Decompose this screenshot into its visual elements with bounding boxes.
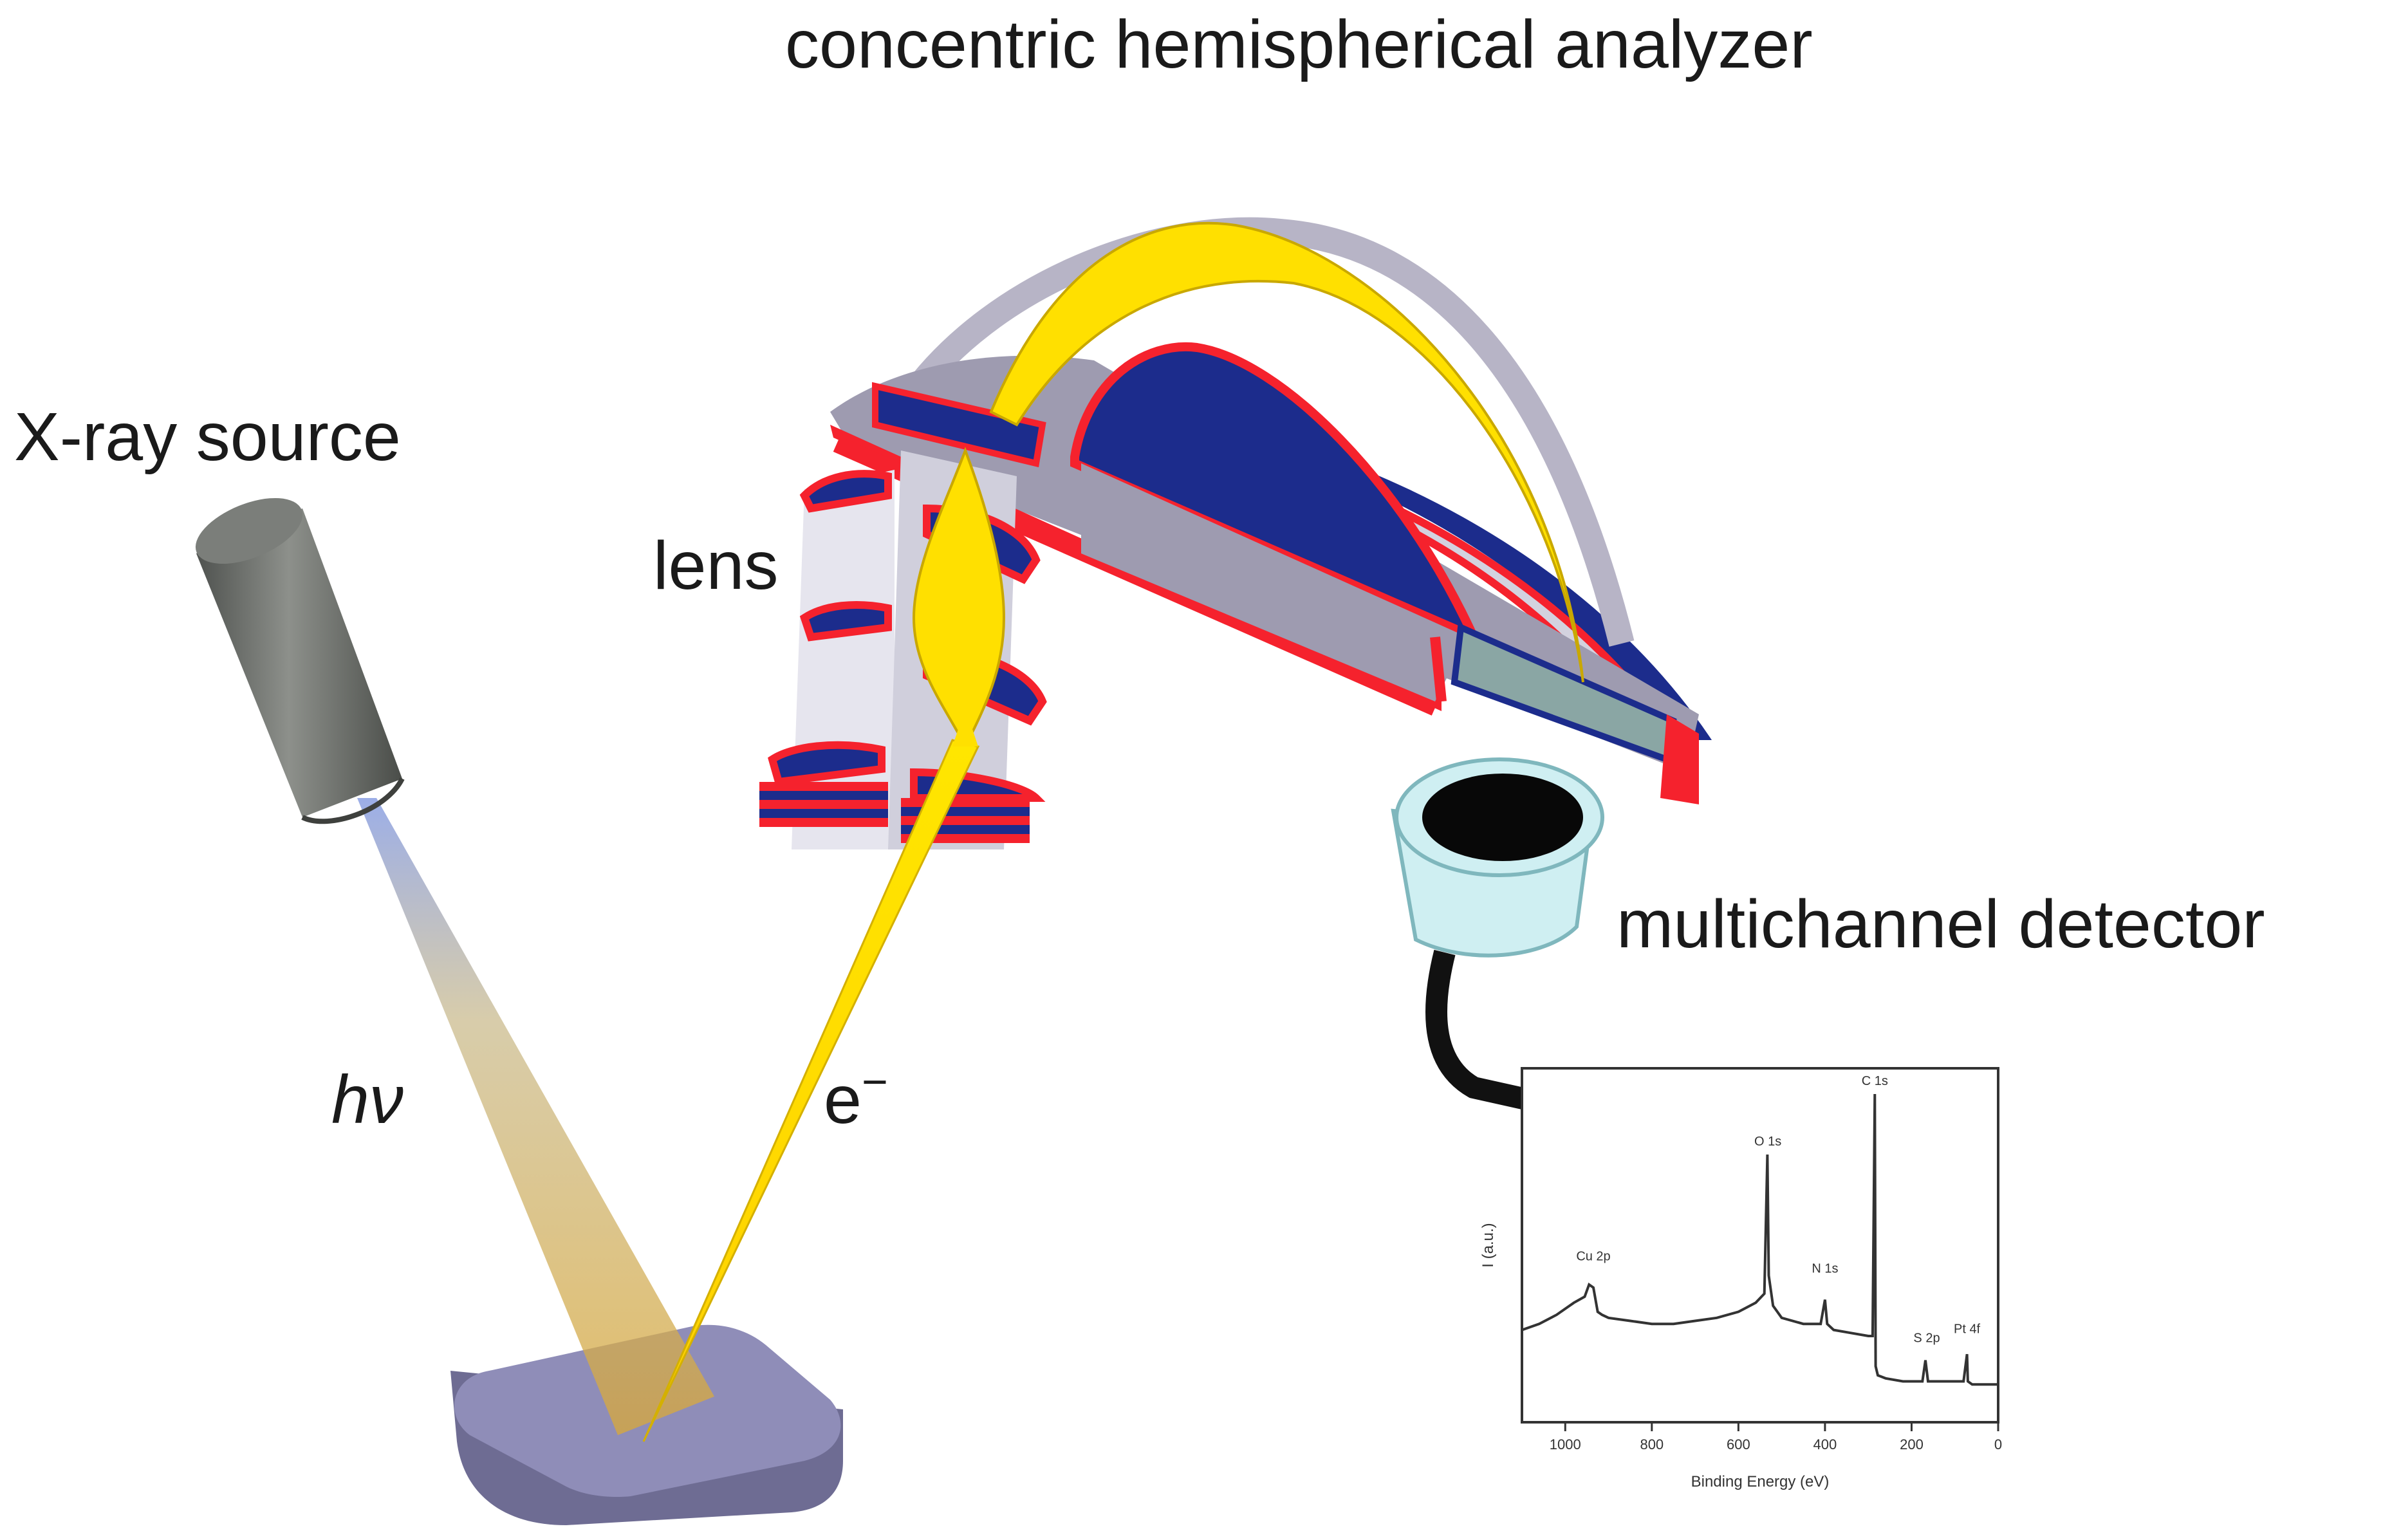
xps-spectrum-chart: 1000 800 600 400 200 0 Cu 2p O 1s N 1s C 1s S 2p P… bbox=[1479, 1067, 2002, 1490]
analyzer-label: concentric hemispherical analyzer bbox=[785, 6, 1813, 82]
detector-cable bbox=[1425, 949, 1534, 1111]
sample-stage bbox=[450, 1324, 843, 1525]
peak-annotation: Pt 4f bbox=[1954, 1322, 1981, 1336]
x-tick-label: 0 bbox=[1994, 1436, 2002, 1452]
peak-annotation: O 1s bbox=[1754, 1135, 1781, 1149]
electron-label: e− bbox=[824, 1057, 888, 1138]
spectrum-line bbox=[1521, 1093, 1998, 1386]
detector-label: multichannel detector bbox=[1617, 886, 2265, 962]
peak-annotation: Cu 2p bbox=[1576, 1250, 1610, 1264]
xray-source-tube bbox=[195, 497, 405, 824]
inner-hemisphere bbox=[1070, 342, 1483, 646]
electron-e: e bbox=[824, 1062, 862, 1138]
x-tick-label: 600 bbox=[1727, 1436, 1750, 1452]
x-tick-label: 800 bbox=[1640, 1436, 1664, 1452]
photon-h: h bbox=[331, 1062, 369, 1138]
peak-annotation: C 1s bbox=[1862, 1074, 1888, 1088]
chart-ylabel: I (a.u.) bbox=[1479, 1223, 1497, 1267]
hemispherical-analyzer bbox=[830, 186, 1712, 804]
x-tick-label: 200 bbox=[1900, 1436, 1924, 1452]
electron-minus: − bbox=[862, 1057, 888, 1107]
x-tick-label: 1000 bbox=[1550, 1436, 1581, 1452]
lens-label: lens bbox=[653, 528, 778, 604]
peak-annotation: S 2p bbox=[1913, 1331, 1940, 1346]
electrostatic-lens bbox=[759, 447, 1047, 849]
multichannel-detector bbox=[1391, 757, 1604, 1111]
x-tick-label: 400 bbox=[1813, 1436, 1837, 1452]
chart-xlabel: Binding Energy (eV) bbox=[1691, 1473, 1830, 1490]
chart-frame bbox=[1521, 1067, 1999, 1424]
analyzer-electron-path bbox=[989, 221, 1584, 683]
xray-beam bbox=[357, 798, 714, 1435]
xray-source-label: X-ray source bbox=[14, 399, 401, 475]
photon-label: hν bbox=[331, 1062, 403, 1138]
peak-annotation: N 1s bbox=[1812, 1261, 1838, 1276]
photon-nu: ν bbox=[369, 1062, 403, 1138]
